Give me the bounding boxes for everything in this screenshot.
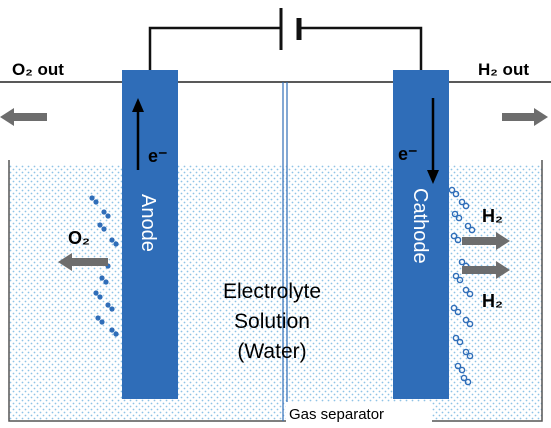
- container-walls: [8, 160, 543, 422]
- anode-electron-arrow: [132, 98, 144, 170]
- o2-bubble-label: O₂: [68, 228, 90, 248]
- anode-label: Anode: [137, 194, 159, 252]
- battery-symbol-icon: [279, 8, 302, 50]
- cathode-electrode: [393, 70, 449, 399]
- o2-left-arrow-icon: [58, 253, 108, 271]
- electrolyte-label-line3: (Water): [237, 340, 306, 363]
- h2-out-label: H₂ out: [478, 60, 529, 79]
- anode-electrode: [122, 70, 178, 399]
- o2-out-label: O₂ out: [12, 60, 64, 79]
- gas-separator-label-bg: [286, 402, 432, 424]
- cathode-label: Cathode: [409, 188, 431, 264]
- o2-out-arrow-icon: [0, 108, 47, 126]
- anode-electron-label: e⁻: [148, 146, 168, 166]
- gas-separator-label: Gas separator: [289, 406, 384, 423]
- h2-right-arrow-upper-icon: [462, 232, 510, 250]
- oxygen-bubble-icon: [89, 195, 119, 337]
- h2-right-arrow-lower-icon: [462, 261, 510, 279]
- h2-label-lower: H₂: [482, 291, 503, 311]
- circuit-wire: [148, 26, 423, 70]
- electrolyte-label-line2: Solution: [234, 310, 310, 333]
- h2-out-arrow-icon: [502, 108, 548, 126]
- electrolyte-label-line1: Electrolyte: [223, 280, 321, 303]
- cathode-electron-label: e⁻: [398, 144, 418, 164]
- cathode-electron-arrow: [427, 98, 439, 184]
- h2-label-upper: H₂: [482, 206, 503, 226]
